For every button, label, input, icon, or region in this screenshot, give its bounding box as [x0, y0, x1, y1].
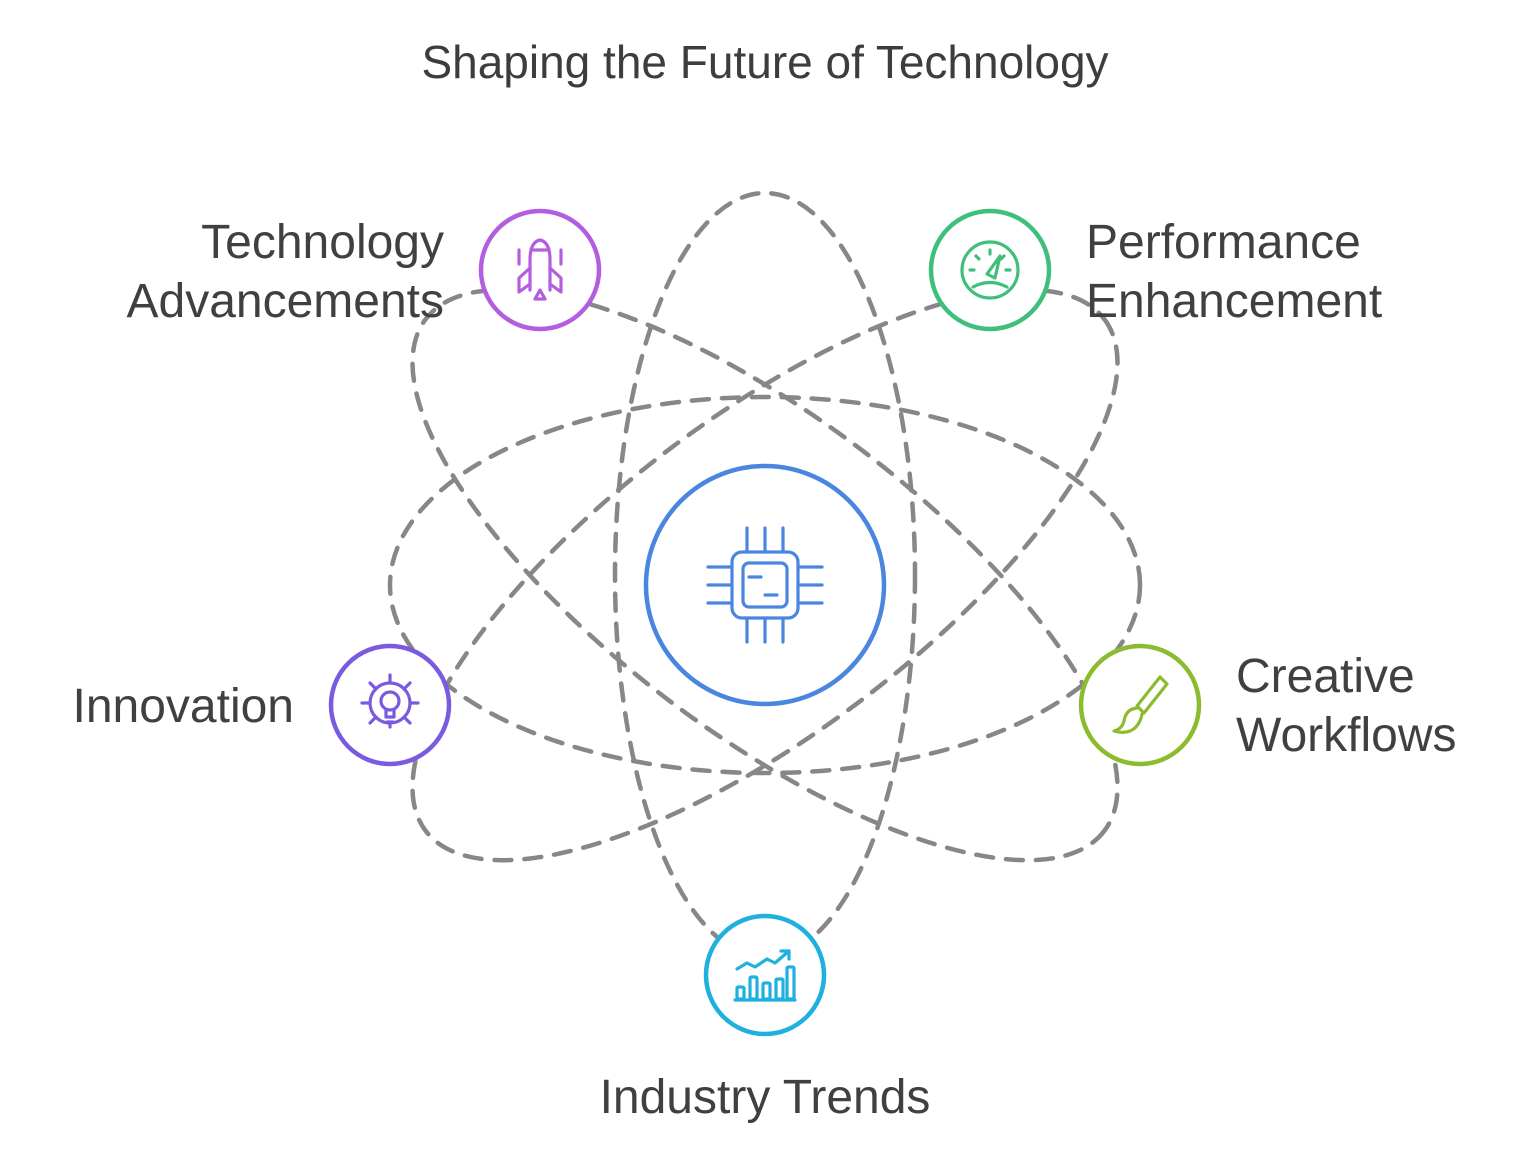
page-title: Shaping the Future of Technology — [421, 36, 1108, 88]
node-label-line-1: Industry Trends — [600, 1071, 931, 1124]
node-innovation: Innovation — [72, 643, 452, 767]
center-circle — [643, 463, 887, 707]
node-label-line-1: Performance — [1086, 216, 1361, 269]
node-circle — [328, 643, 452, 767]
node-circle — [1078, 643, 1202, 767]
node-label-line-2: Advancements — [126, 275, 444, 328]
orbit-diagonal-left — [410, 287, 1120, 863]
node-creative-workflows: Creative Workflows — [1078, 643, 1456, 767]
rocket-icon — [517, 238, 563, 301]
node-label-line-2: Enhancement — [1086, 275, 1382, 328]
node-circle — [703, 913, 827, 1037]
node-label-line-1: Innovation — [72, 680, 294, 733]
paintbrush-icon — [1112, 675, 1169, 734]
orbit-diagonal-right — [410, 287, 1120, 863]
node-circle — [478, 208, 602, 332]
center-hub — [643, 463, 887, 707]
gauge-icon — [960, 240, 1020, 300]
node-label-line-2: Workflows — [1236, 709, 1456, 762]
node-industry-trends: Industry Trends — [600, 913, 931, 1124]
node-performance-enhancement: Performance Enhancement — [928, 208, 1382, 332]
orbit-horizontal — [387, 394, 1143, 776]
microchip-icon — [706, 526, 824, 644]
node-label-line-1: Creative — [1236, 650, 1415, 703]
node-technology-advancements: Technology Advancements — [126, 208, 602, 332]
trend-chart-icon — [733, 949, 797, 1002]
node-label-line-1: Technology — [201, 216, 444, 269]
gear-bulb-icon — [360, 673, 420, 729]
